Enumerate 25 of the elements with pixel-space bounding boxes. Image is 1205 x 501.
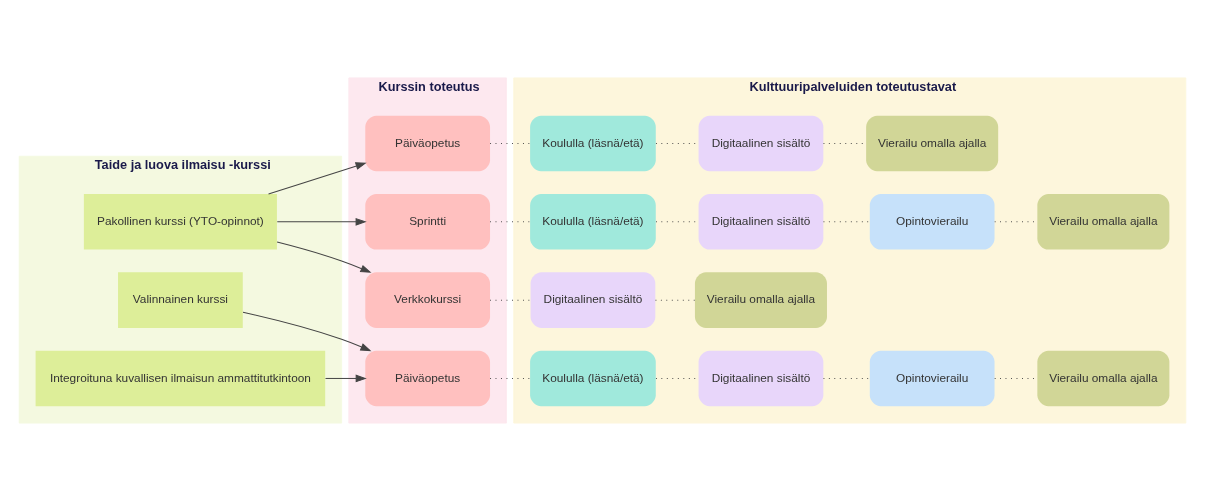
node-box: Verkkokurssi [365, 272, 491, 328]
node-box: Opintovierailu [869, 194, 995, 250]
node-box: Vierailu omalla ajalla [1037, 350, 1170, 407]
node-box: Pakollinen kurssi (YTO-opinnot) [83, 194, 277, 250]
arrow [276, 241, 371, 273]
node-box: Digitaalinen sisältö [698, 194, 824, 250]
node-box: Vierailu omalla ajalla [866, 115, 999, 172]
arrow [242, 311, 371, 352]
node-box: Vierailu omalla ajalla [694, 272, 827, 328]
node-box: Päiväopetus [365, 350, 491, 407]
arrow [325, 374, 366, 383]
node-box: Integroituna kuvallisen ilmaisun ammattitutkintoon [35, 350, 326, 407]
arrow [276, 218, 366, 226]
node-box: Digitaalinen sisältö [698, 350, 824, 407]
node-box: Koululla (läsnä/etä) [530, 115, 656, 172]
node-box: Vierailu omalla ajalla [1037, 194, 1170, 250]
node-box: Digitaalinen sisältö [530, 272, 656, 328]
node-box: Digitaalinen sisältö [698, 115, 824, 172]
node-box: Koululla (läsnä/etä) [530, 350, 656, 407]
node-box: Sprintti [365, 194, 491, 250]
node-box: Valinnainen kurssi [118, 272, 243, 328]
arrow [268, 162, 366, 195]
node-box: Koululla (läsnä/etä) [530, 194, 656, 250]
node-box: Päiväopetus [365, 115, 491, 172]
node-box: Opintovierailu [869, 350, 995, 407]
